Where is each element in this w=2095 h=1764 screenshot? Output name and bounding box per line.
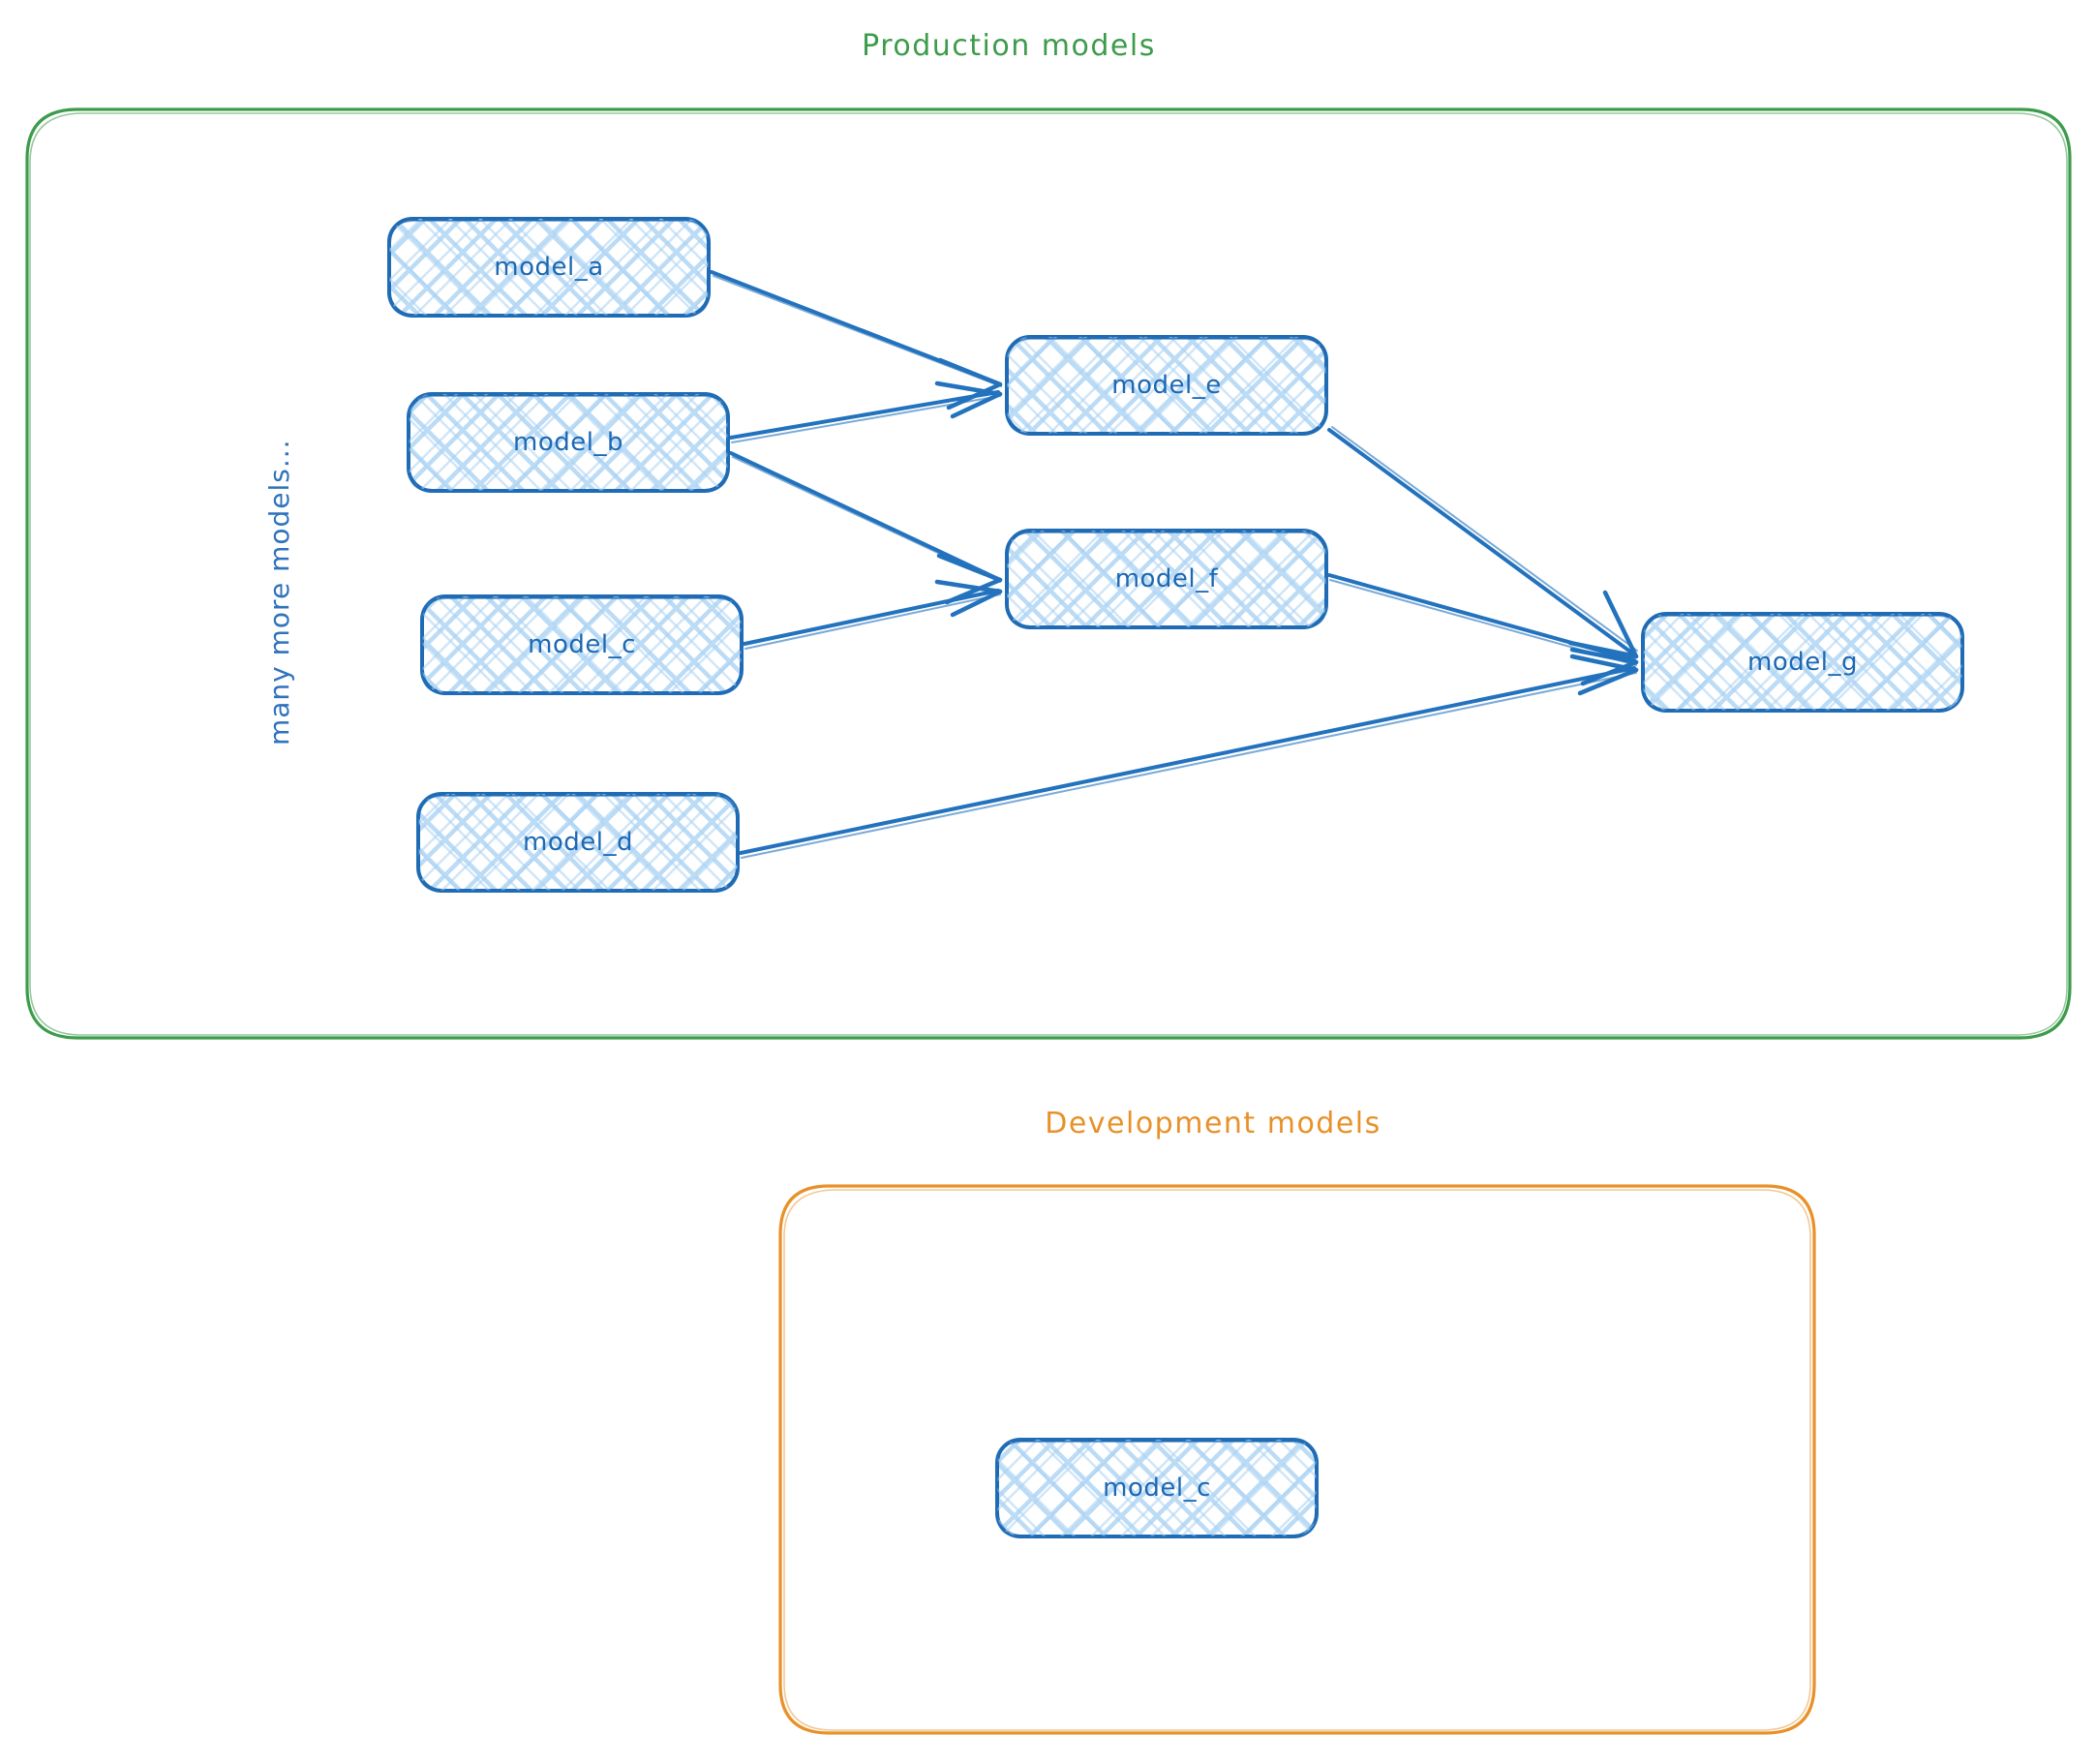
edge-model-f-to-model-g — [1327, 573, 1639, 686]
node-layer — [387, 217, 1964, 1538]
edge-model-b-to-model-e — [729, 380, 1003, 443]
edge-model-d-to-model-g — [739, 654, 1639, 859]
node-model-f[interactable] — [1005, 529, 1328, 629]
group-title-production: Production models — [862, 29, 1156, 63]
annotation-many-more-models: many more models... — [263, 439, 295, 745]
node-model-a[interactable] — [387, 217, 711, 318]
node-model-c[interactable] — [420, 594, 744, 695]
edge-layer — [710, 270, 1639, 859]
node-model-g[interactable] — [1641, 612, 1964, 713]
edge-model-b-to-model-f — [729, 451, 1003, 605]
node-dev-model-c[interactable] — [995, 1438, 1319, 1538]
group-container-production — [25, 107, 2072, 1040]
edge-model-c-to-model-f — [743, 579, 1003, 650]
group-title-development: Development models — [1045, 1107, 1381, 1141]
node-model-b[interactable] — [407, 392, 730, 493]
group-container-development — [778, 1184, 1816, 1735]
node-model-e[interactable] — [1005, 335, 1328, 436]
node-model-d[interactable] — [416, 792, 740, 893]
